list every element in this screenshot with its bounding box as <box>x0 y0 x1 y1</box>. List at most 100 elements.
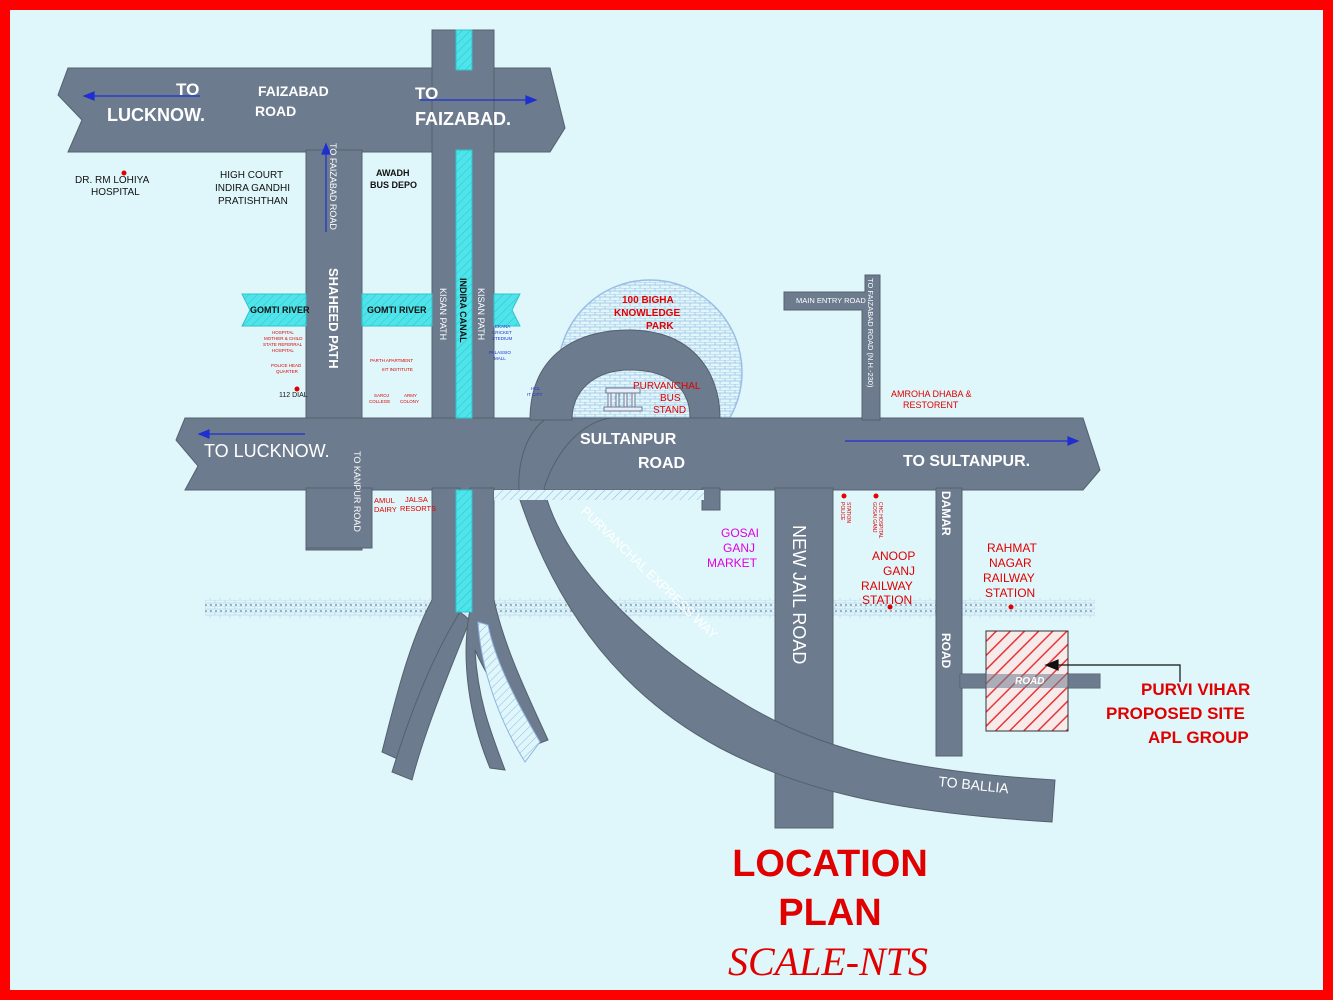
parth-apartment-label: PARTH APARTMENT <box>370 358 413 363</box>
amul-dairy-label-1: AMUL <box>374 496 395 505</box>
bus-stand-loop <box>529 329 721 421</box>
sultanpur-road-label-1: SULTANPUR <box>580 431 677 448</box>
purvanchal-expressway <box>518 417 1056 823</box>
hospital-label-3: STATE REFERRAL <box>263 342 303 347</box>
landmark-dots <box>121 170 1014 610</box>
site-label-1: PURVI VIHAR <box>1141 680 1250 699</box>
army-colony-label-1: ARMY <box>404 393 417 398</box>
rahmat-nagar-label-1: RAHMAT <box>987 541 1037 555</box>
hatched-area-kisan <box>477 621 541 763</box>
police-hq-label-2: QUARTER <box>276 369 299 374</box>
site-label-3: APL GROUP <box>1148 728 1249 747</box>
jalsa-resorts-label-2: RESORTS <box>400 504 436 513</box>
police-station-label-2: STATION <box>845 502 851 523</box>
police-station-label-1: POLICE <box>839 502 845 521</box>
amul-dairy-label-2: DAIRY <box>374 505 397 514</box>
rahmat-nagar-label-2: NAGAR <box>989 556 1032 570</box>
saroj-college-label-1: SAROJ <box>374 393 389 398</box>
kanpur-road <box>305 487 373 549</box>
gomti-river-left <box>241 293 307 327</box>
damar-road-label-2: ROAD <box>939 633 953 669</box>
gosai-ganj-market-label-1: GOSAI <box>721 526 759 540</box>
bus-stand-label-3: STAND <box>653 405 686 416</box>
ekana-label-2: CRICKET <box>492 330 512 335</box>
hospital-label-2: MOTHER & CHILD <box>264 336 303 341</box>
indira-canal-label: INDIRA CANAL <box>458 278 468 343</box>
knowledge-park-label-1: 100 BIGHA <box>622 295 674 306</box>
gosai-ganj-market-label-2: GANJ <box>723 541 755 555</box>
police-hq-label-1: POLICE HEAD <box>271 363 302 368</box>
sultanpur-road-label-2: ROAD <box>638 455 685 472</box>
knowledge-park-label-2: KNOWLEDGE <box>614 308 680 319</box>
anoop-ganj-label-4: STATION <box>862 593 912 607</box>
new-jail-road-label: NEW JAIL ROAD <box>789 525 809 664</box>
high-court-label-1: HIGH COURT <box>220 170 283 181</box>
to-sultanpur-label: TO SULTANPUR. <box>903 453 1030 470</box>
rahmat-nagar-label-3: RAILWAY <box>983 571 1035 585</box>
hcl-label-1: HCL <box>531 386 540 391</box>
title-plan: PLAN <box>778 892 881 934</box>
title-location: LOCATION <box>732 843 928 885</box>
amroha-dhaba-label-2: RESTORENT <box>903 400 959 410</box>
awadh-bus-depo-label-1: AWADH <box>376 168 410 178</box>
bus-stand-label-1: PURVANCHAL <box>633 381 701 392</box>
to-faizabad-label-2: FAIZABAD. <box>415 109 511 129</box>
site-pointer <box>1044 659 1181 682</box>
gosai-ganj-market-label-3: MARKET <box>707 556 758 570</box>
anoop-ganj-label-3: RAILWAY <box>861 579 913 593</box>
shaheed-path-label: SHAHEED PATH <box>326 268 341 369</box>
site-road-overlay <box>960 674 1100 688</box>
direction-arrows <box>82 91 1080 446</box>
faizabad-road-label-2: ROAD <box>255 103 296 119</box>
palassio-label-1: PALASSIO <box>489 350 511 355</box>
bus-stand-label-2: BUS <box>660 393 681 404</box>
saroj-college-label-2: COLLEGE <box>369 399 390 404</box>
to-lucknow-top-label-2: LUCKNOW. <box>107 105 205 125</box>
ekana-label-1: EKANA <box>495 324 510 329</box>
high-court-label-2: INDIRA GANDHI <box>215 183 290 194</box>
army-colony-label-2: COLONY <box>400 399 419 404</box>
dial-112-label: 112 DIAL <box>279 392 308 399</box>
gomti-river-mid <box>361 293 433 327</box>
to-faizabad-road-vertical-label: TO FAIZABAD ROAD <box>328 143 338 230</box>
anoop-ganj-label-1: ANOOP <box>872 549 915 563</box>
jalsa-resorts-label-1: JALSA <box>405 495 428 504</box>
rahmat-nagar-label-4: STATION <box>985 586 1035 600</box>
gomti-river-label-1: GOMTI RIVER <box>250 305 310 315</box>
faizabad-road-label-1: FAIZABAD <box>258 83 329 99</box>
stub-road <box>701 487 721 511</box>
side-road-label: ROAD <box>1015 676 1044 687</box>
to-lucknow-top-label-1: TO <box>176 80 199 99</box>
damar-road <box>935 487 963 757</box>
hcl-label-2: IT CITY <box>527 392 542 397</box>
gomti-river-right <box>493 293 521 327</box>
to-lucknow-mid-label: TO LUCKNOW. <box>204 441 330 461</box>
indira-canal-lower <box>455 489 473 613</box>
high-court-label-3: PRATISHTHAN <box>218 196 288 207</box>
palassio-label-2: MALL <box>494 356 506 361</box>
hospital-label-1: HOSPITAL <box>272 330 294 335</box>
kisan-path-label-2: KISAN PATH <box>476 288 486 340</box>
gosaiganj-chc-label-2: CHC HOSPITAL <box>877 502 883 539</box>
ekana-label-3: STEDIUM <box>492 336 513 341</box>
hospital-label-4: HOSPITAL <box>272 348 294 353</box>
awadh-bus-depo-label-2: BUS DEPO <box>370 180 417 190</box>
main-entry-road <box>783 274 881 421</box>
title-scale: SCALE-NTS <box>728 939 928 984</box>
anoop-ganj-label-2: GANJ <box>883 564 915 578</box>
knowledge-park-label-3: PARK <box>646 321 674 332</box>
iiit-institute-label: IIIT INSTITUTE <box>382 367 413 372</box>
indira-canal-top <box>455 29 473 71</box>
lohia-hospital-label-2: HOSPITAL <box>91 187 140 198</box>
site-label-2: PROPOSED SITE <box>1106 704 1245 723</box>
main-entry-road-label: MAIN ENTRY ROAD <box>796 296 866 305</box>
kisan-path-lower-right <box>465 487 549 771</box>
kisan-path-lower-mid <box>391 611 471 781</box>
bus-stand-icon <box>603 387 643 412</box>
to-faizabad-label-1: TO <box>415 84 438 103</box>
gosaiganj-chc-label-1: GOSAI GANJ <box>871 502 877 533</box>
damar-road-label-1: DAMAR <box>939 491 953 536</box>
hatched-strip <box>494 490 704 500</box>
to-ballia-label: TO BALLIA <box>938 773 1010 796</box>
